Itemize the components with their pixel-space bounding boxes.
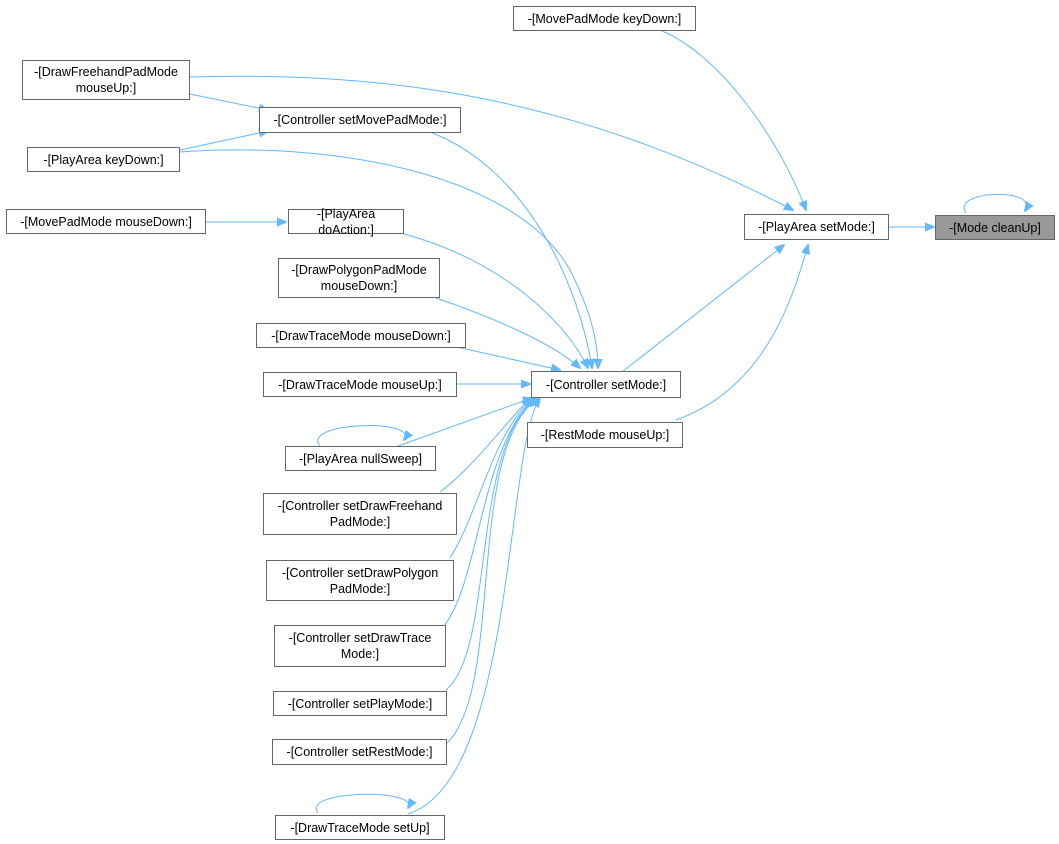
node-drawtrace-mousedown[interactable]: -[DrawTraceMode mouseDown:]	[256, 323, 466, 348]
edge-nullsweep-self	[317, 425, 406, 447]
edge-setdrawfreehand-to-setmode	[439, 398, 530, 493]
node-controller-setdrawfreehand[interactable]: -[Controller setDrawFreehand PadMode:]	[263, 493, 457, 535]
edge-setrestmode-to-setmode	[445, 398, 538, 745]
edge-doaction-to-setmode	[403, 233, 588, 368]
node-restmode-mouseup[interactable]: -[RestMode mouseUp:]	[527, 422, 683, 448]
node-movepad-keydown[interactable]: -[MovePadMode keyDown:]	[513, 6, 696, 31]
edge-drawfreehand-mouseup-to-playarea-setmode	[189, 75, 793, 210]
edge-movepad-keydown-to-playarea-setmode	[661, 30, 806, 210]
edge-restmode-mouseup-to-playarea-setmode	[675, 245, 808, 421]
edge-drawtrace-setup-self	[315, 793, 409, 814]
edge-setmovepadmode-to-setmode	[429, 131, 592, 368]
node-movepad-mousedown[interactable]: -[MovePadMode mouseDown:]	[6, 209, 206, 234]
node-controller-setplaymode[interactable]: -[Controller setPlayMode:]	[273, 691, 447, 716]
edge-setdrawpolygon-to-setmode	[449, 398, 532, 559]
edge-setdrawtrace-to-setmode	[443, 398, 534, 627]
node-controller-setmode[interactable]: -[Controller setMode:]	[531, 371, 681, 398]
node-drawtrace-mouseup[interactable]: -[DrawTraceMode mouseUp:]	[263, 372, 457, 397]
edge-mode-cleanup-self	[963, 193, 1027, 214]
node-controller-setmovepadmode[interactable]: -[Controller setMovePadMode:]	[259, 107, 461, 133]
edge-playarea-keydown-to-setmode	[179, 149, 598, 368]
node-drawpolygon-mousedown[interactable]: -[DrawPolygonPadMode mouseDown:]	[278, 258, 440, 298]
edge-nullsweep-to-setmode	[397, 398, 532, 447]
edge-setmode-to-playarea-setmode	[621, 245, 784, 373]
node-playarea-doaction[interactable]: -[PlayArea doAction:]	[288, 207, 404, 237]
node-playarea-setmode[interactable]: -[PlayArea setMode:]	[744, 214, 889, 240]
edge-drawfreehand-mouseup-to-setmovepadmode	[189, 93, 268, 110]
node-controller-setdrawpolygon[interactable]: -[Controller setDrawPolygon PadMode:]	[266, 560, 454, 601]
node-mode-cleanup: -[Mode cleanUp]	[935, 215, 1055, 240]
node-drawtrace-setup[interactable]: -[DrawTraceMode setUp]	[275, 815, 445, 840]
node-drawfreehand-mouseup[interactable]: -[DrawFreehandPadMode mouseUp:]	[22, 60, 190, 100]
edge-drawpolygon-mousedown-to-setmode	[435, 297, 580, 368]
edge-drawtrace-mousedown-to-setmode	[451, 345, 560, 370]
edge-setplaymode-to-setmode	[445, 398, 536, 691]
node-playarea-nullsweep[interactable]: -[PlayArea nullSweep]	[285, 446, 436, 471]
node-controller-setdrawtrace[interactable]: -[Controller setDrawTrace Mode:]	[274, 625, 446, 667]
node-playarea-keydown[interactable]: -[PlayArea keyDown:]	[27, 147, 180, 172]
edge-playarea-keydown-to-setmovepadmode	[179, 131, 268, 151]
node-controller-setrestmode[interactable]: -[Controller setRestMode:]	[272, 739, 447, 765]
